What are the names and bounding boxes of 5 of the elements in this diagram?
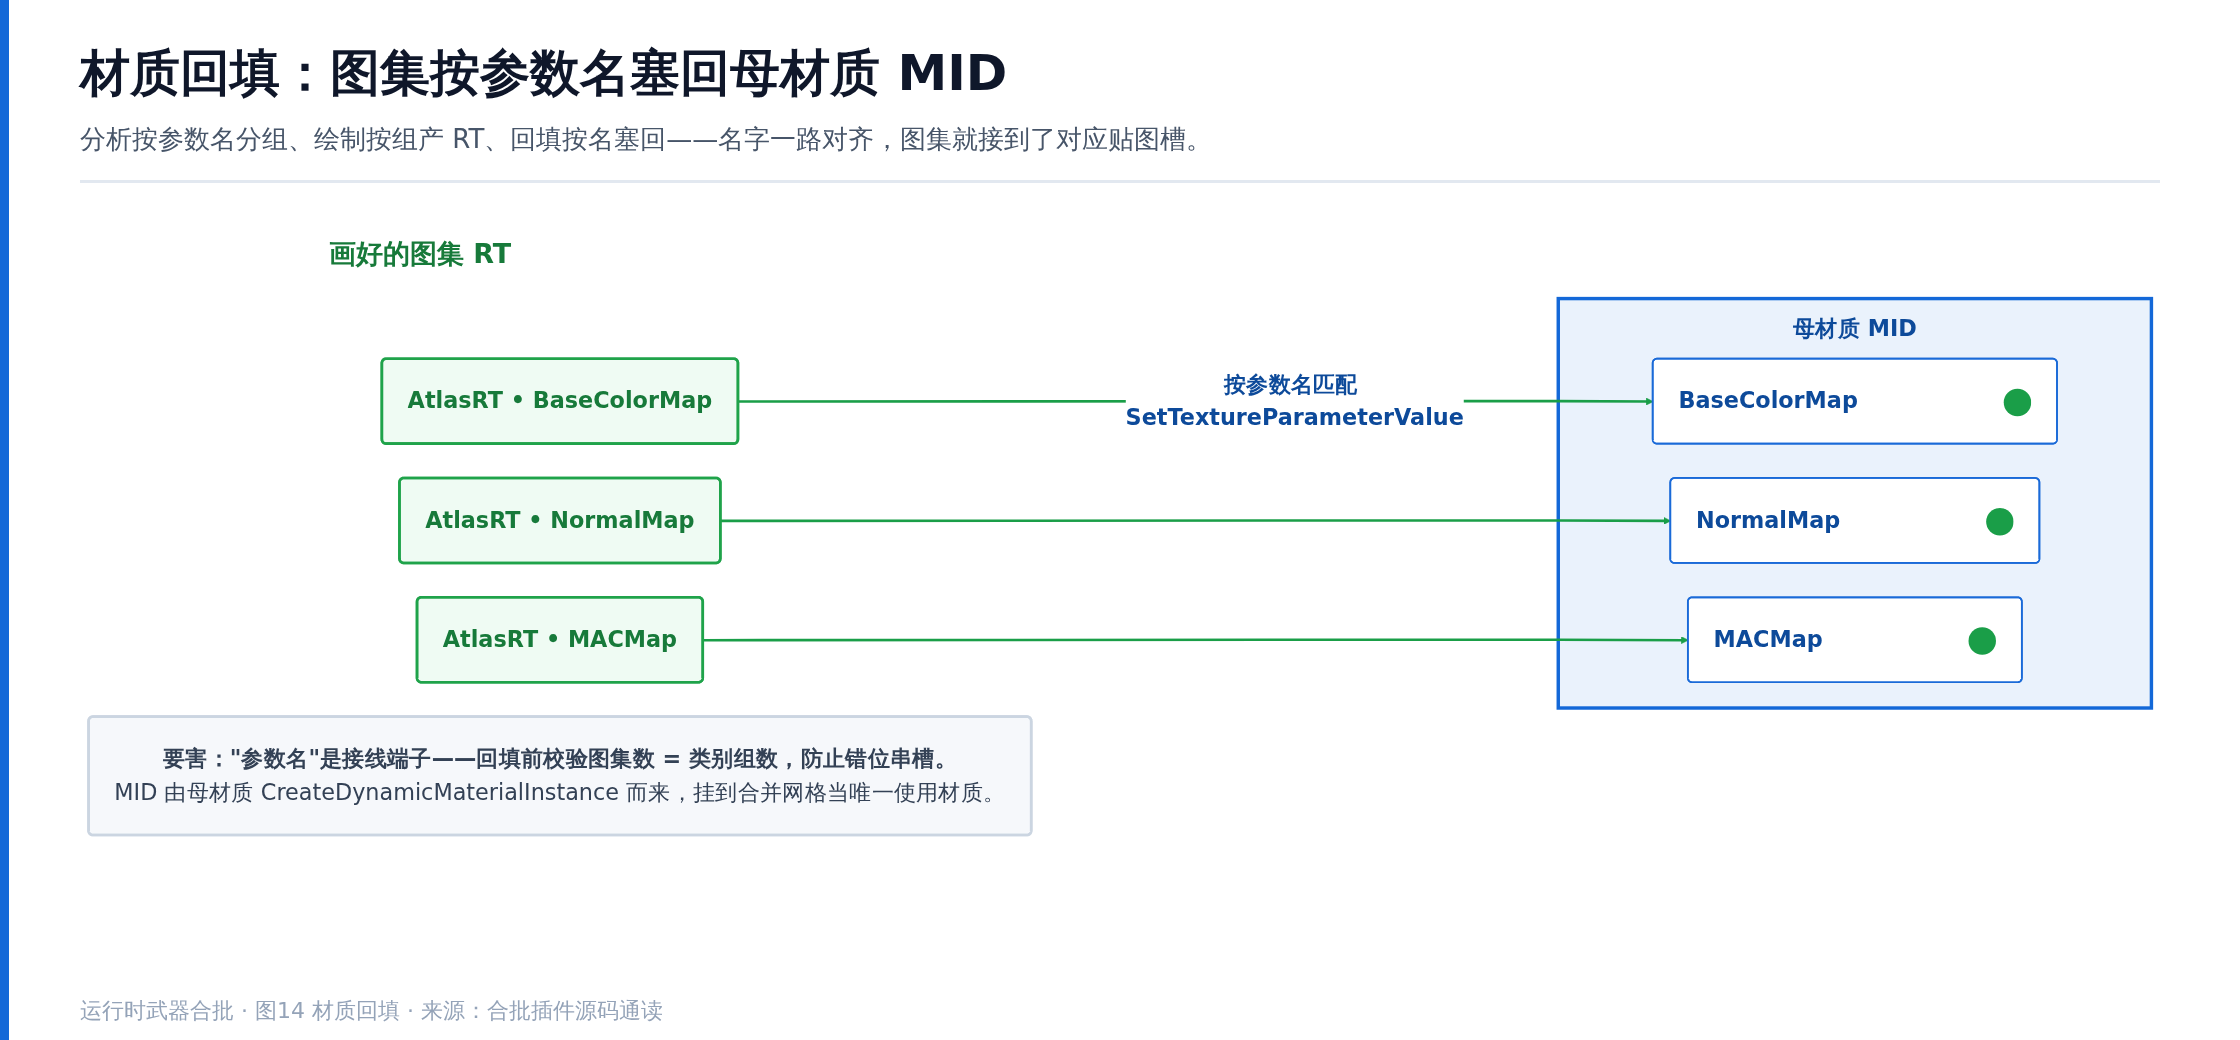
caption: 运行时武器合批 · 图14 材质回填 · 来源：合批插件源码通读 xyxy=(80,997,663,1025)
edge-label: 按参数名匹配 SetTextureParameterValue xyxy=(1125,371,1464,431)
column-heading: 画好的图集 RT xyxy=(327,237,513,271)
title: 材质回填：图集按参数名塞回母材质 MID xyxy=(80,43,1008,104)
subtitle: 分析按参数名分组、绘制按组产 RT、回填按名塞回——名字一路对齐，图集就接到了对应贴图槽。 xyxy=(80,123,1213,156)
